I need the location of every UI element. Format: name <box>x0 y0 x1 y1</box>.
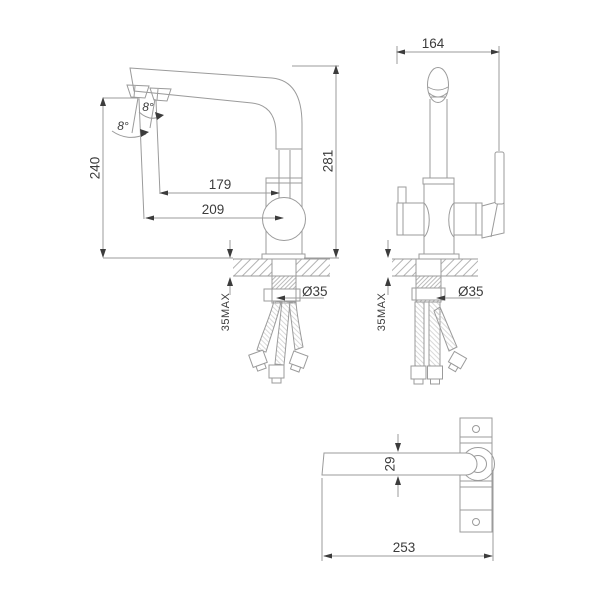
hose-nut <box>248 349 268 372</box>
spout-column-front <box>422 99 455 185</box>
supply-hoses-side <box>248 300 309 384</box>
right-lever-front <box>481 151 505 239</box>
hose-nut <box>288 350 309 373</box>
deck-max-label-side: 35MAX <box>220 293 232 332</box>
faucet-body-side <box>261 177 306 260</box>
hose-nut <box>268 364 285 384</box>
dim-253-label: 253 <box>393 540 416 555</box>
supply-hoses-front <box>410 301 468 385</box>
countertop-section-front <box>392 258 478 277</box>
threaded-shank-front <box>411 275 446 303</box>
dimension-209: 209 <box>145 202 284 221</box>
dim-179-label: 179 <box>209 177 232 192</box>
angle-annotations: 8° 8° <box>111 97 164 220</box>
hose-nut <box>427 365 443 385</box>
hole-label-side: Ø35 <box>302 284 328 299</box>
dimension-164: 164 <box>396 36 500 151</box>
front-view: 164 35MAX Ø35 <box>376 36 505 385</box>
spout-knob-front <box>427 67 449 103</box>
side-view: 240 281 179 209 8 <box>88 65 339 384</box>
dim-164-label: 164 <box>422 36 445 51</box>
handle-bar <box>321 452 478 476</box>
dim-240-label: 240 <box>88 157 103 180</box>
base-flange-side <box>261 253 306 260</box>
mounting-nut-front <box>411 287 446 301</box>
dimension-253: 253 <box>321 470 494 561</box>
hole-label-front: Ø35 <box>458 284 484 299</box>
faucet-body-front <box>396 151 505 260</box>
hose-nut <box>447 350 468 373</box>
deck-max-label-front: 35MAX <box>376 293 388 332</box>
dimension-240: 240 <box>88 97 233 259</box>
dimension-281: 281 <box>292 65 339 259</box>
countertop-section-side <box>233 258 330 277</box>
spout-profile <box>129 67 303 178</box>
angle-inner-label: 8° <box>142 100 154 114</box>
dimension-179: 179 <box>159 177 280 196</box>
hose-nut <box>410 365 427 385</box>
dimension-deck-front: 35MAX <box>376 240 391 331</box>
aerator-nozzles <box>126 84 172 102</box>
dim-29-label: 29 <box>383 456 398 471</box>
handle-top-view: 29 253 <box>321 417 495 561</box>
dimension-hole-front: Ø35 <box>436 284 484 301</box>
base-flange-front <box>418 253 460 260</box>
angle-outer-label: 8° <box>117 119 129 133</box>
dimension-deck-side: 35MAX <box>220 240 233 331</box>
screw-hole-top <box>472 425 480 433</box>
dim-209-label: 209 <box>202 202 225 217</box>
dimension-hole-side: Ø35 <box>276 284 328 301</box>
screw-hole-bottom <box>472 518 480 526</box>
dimension-29: 29 <box>383 434 401 497</box>
left-handle-front <box>397 186 407 204</box>
swivel-joint-circle <box>262 197 306 241</box>
dim-281-label: 281 <box>321 150 336 173</box>
